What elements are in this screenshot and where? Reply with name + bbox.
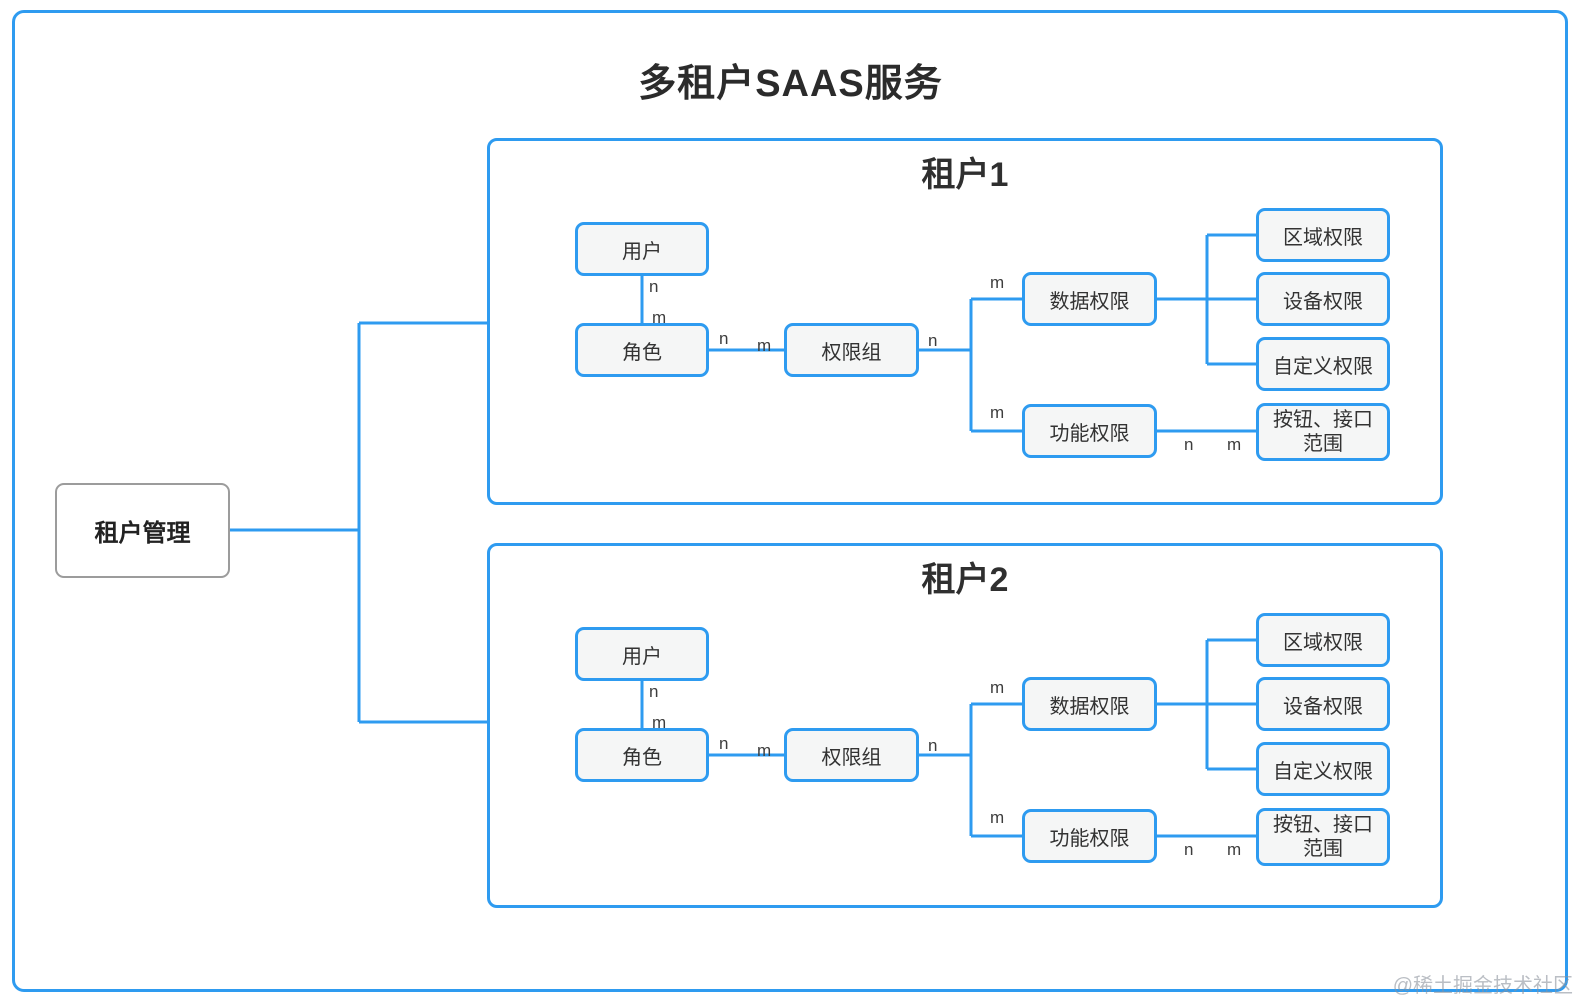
edge-label-func-m: m [990,808,1005,827]
edge-label-data-m: m [990,678,1005,697]
edge-label-user-role-n: n [649,277,659,296]
user-node: 用户 [575,627,709,681]
edge-label-role-pgroup-m: m [757,336,772,355]
edge-label-role-pgroup-m: m [757,741,772,760]
edge-label-pgroup-n: n [928,331,938,350]
edge-label-func-button-n: n [1184,840,1194,859]
edge-label-func-m: m [990,403,1005,422]
function-permission-node: 功能权限 [1022,404,1157,458]
tenant-1-group: 租户1 用户 角色 权限组 数据权限 功能权限 区域权限 设备权限 自定义权限 … [487,138,1443,505]
tenant-management-node: 租户管理 [55,483,230,578]
device-permission-node: 设备权限 [1256,677,1390,731]
area-permission-node: 区域权限 [1256,208,1390,262]
button-api-scope-line1: 按钮、接口 [1273,814,1373,836]
area-permission-node: 区域权限 [1256,613,1390,667]
button-api-scope-node: 按钮、接口 范围 [1256,403,1390,461]
data-permission-node: 数据权限 [1022,677,1157,731]
tenant-1-title: 租户1 [921,156,1009,194]
edge-label-user-role-m: m [652,308,667,327]
device-permission-node: 设备权限 [1256,272,1390,326]
edge-label-data-m: m [990,273,1005,292]
edge-label-user-role-n: n [649,682,659,701]
diagram-title: 多租户SAAS服务 [638,63,943,105]
permission-group-node: 权限组 [784,323,919,377]
role-node: 角色 [575,728,709,782]
permission-group-node: 权限组 [784,728,919,782]
outer-frame [12,10,1568,992]
button-api-scope-node: 按钮、接口 范围 [1256,808,1390,866]
edge-label-func-button-m: m [1227,840,1242,859]
edge-label-role-pgroup-n: n [719,734,729,753]
watermark: @稀土掘金技术社区 [1392,975,1573,997]
custom-permission-node: 自定义权限 [1256,337,1390,391]
tenant-2-title: 租户2 [921,561,1009,599]
edge-label-func-button-n: n [1184,435,1194,454]
tenant-2-group: 租户2 用户 角色 权限组 数据权限 功能权限 区域权限 设备权限 自定义权限 … [487,543,1443,908]
button-api-scope-line2: 范围 [1303,838,1343,860]
function-permission-node: 功能权限 [1022,809,1157,863]
user-node: 用户 [575,222,709,276]
role-node: 角色 [575,323,709,377]
edge-label-role-pgroup-n: n [719,329,729,348]
button-api-scope-line1: 按钮、接口 [1273,409,1373,431]
edge-label-user-role-m: m [652,713,667,732]
button-api-scope-line2: 范围 [1303,433,1343,455]
edge-label-pgroup-n: n [928,736,938,755]
edge-label-func-button-m: m [1227,435,1242,454]
data-permission-node: 数据权限 [1022,272,1157,326]
custom-permission-node: 自定义权限 [1256,742,1390,796]
